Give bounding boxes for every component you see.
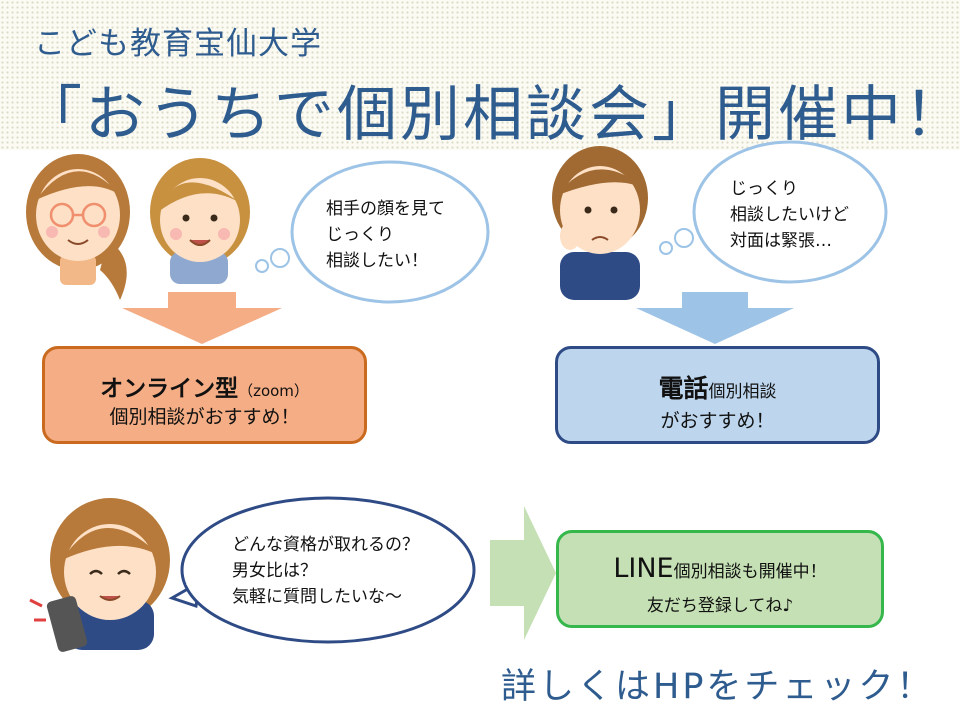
bubble-left-text: 相手の顔を見て じっくり 相談したい！ (326, 199, 445, 271)
arrow-down-blue-icon (636, 292, 794, 344)
check-homepage-cta: 詳しくはHPをチェック！ (501, 667, 935, 707)
woman-glasses-illustration (26, 154, 130, 300)
phone-consultation-box: 電話個別相談 がおすすめ！ (555, 346, 880, 444)
young-man-illustration (150, 158, 250, 284)
thought-bubble-left (255, 160, 490, 304)
arrow-right-green-icon (490, 506, 556, 640)
woman-smartphone-illustration (29, 498, 170, 652)
bubble-bottom-text: どんな資格が取れるの？ 男女比は？ 気軽に質問したいな～ (232, 535, 419, 607)
arrow-down-orange-icon (122, 292, 282, 344)
speech-bubble-bottom (168, 496, 476, 644)
bubble-right-text: じっくり 相談したいけど 対面は緊張… (730, 179, 849, 251)
worried-man-illustration (552, 146, 648, 300)
thought-bubble-right (659, 140, 888, 284)
page-title: 「おうちで個別相談会」開催中！ (22, 80, 960, 150)
header-background (0, 0, 960, 150)
online-consultation-box: オンライン型（zoom） 個別相談がおすすめ！ (42, 346, 367, 444)
line-consultation-box: LINE個別相談も開催中！ 友だち登録してね♪ (556, 530, 884, 628)
university-name: こども教育宝仙大学 (34, 26, 322, 62)
